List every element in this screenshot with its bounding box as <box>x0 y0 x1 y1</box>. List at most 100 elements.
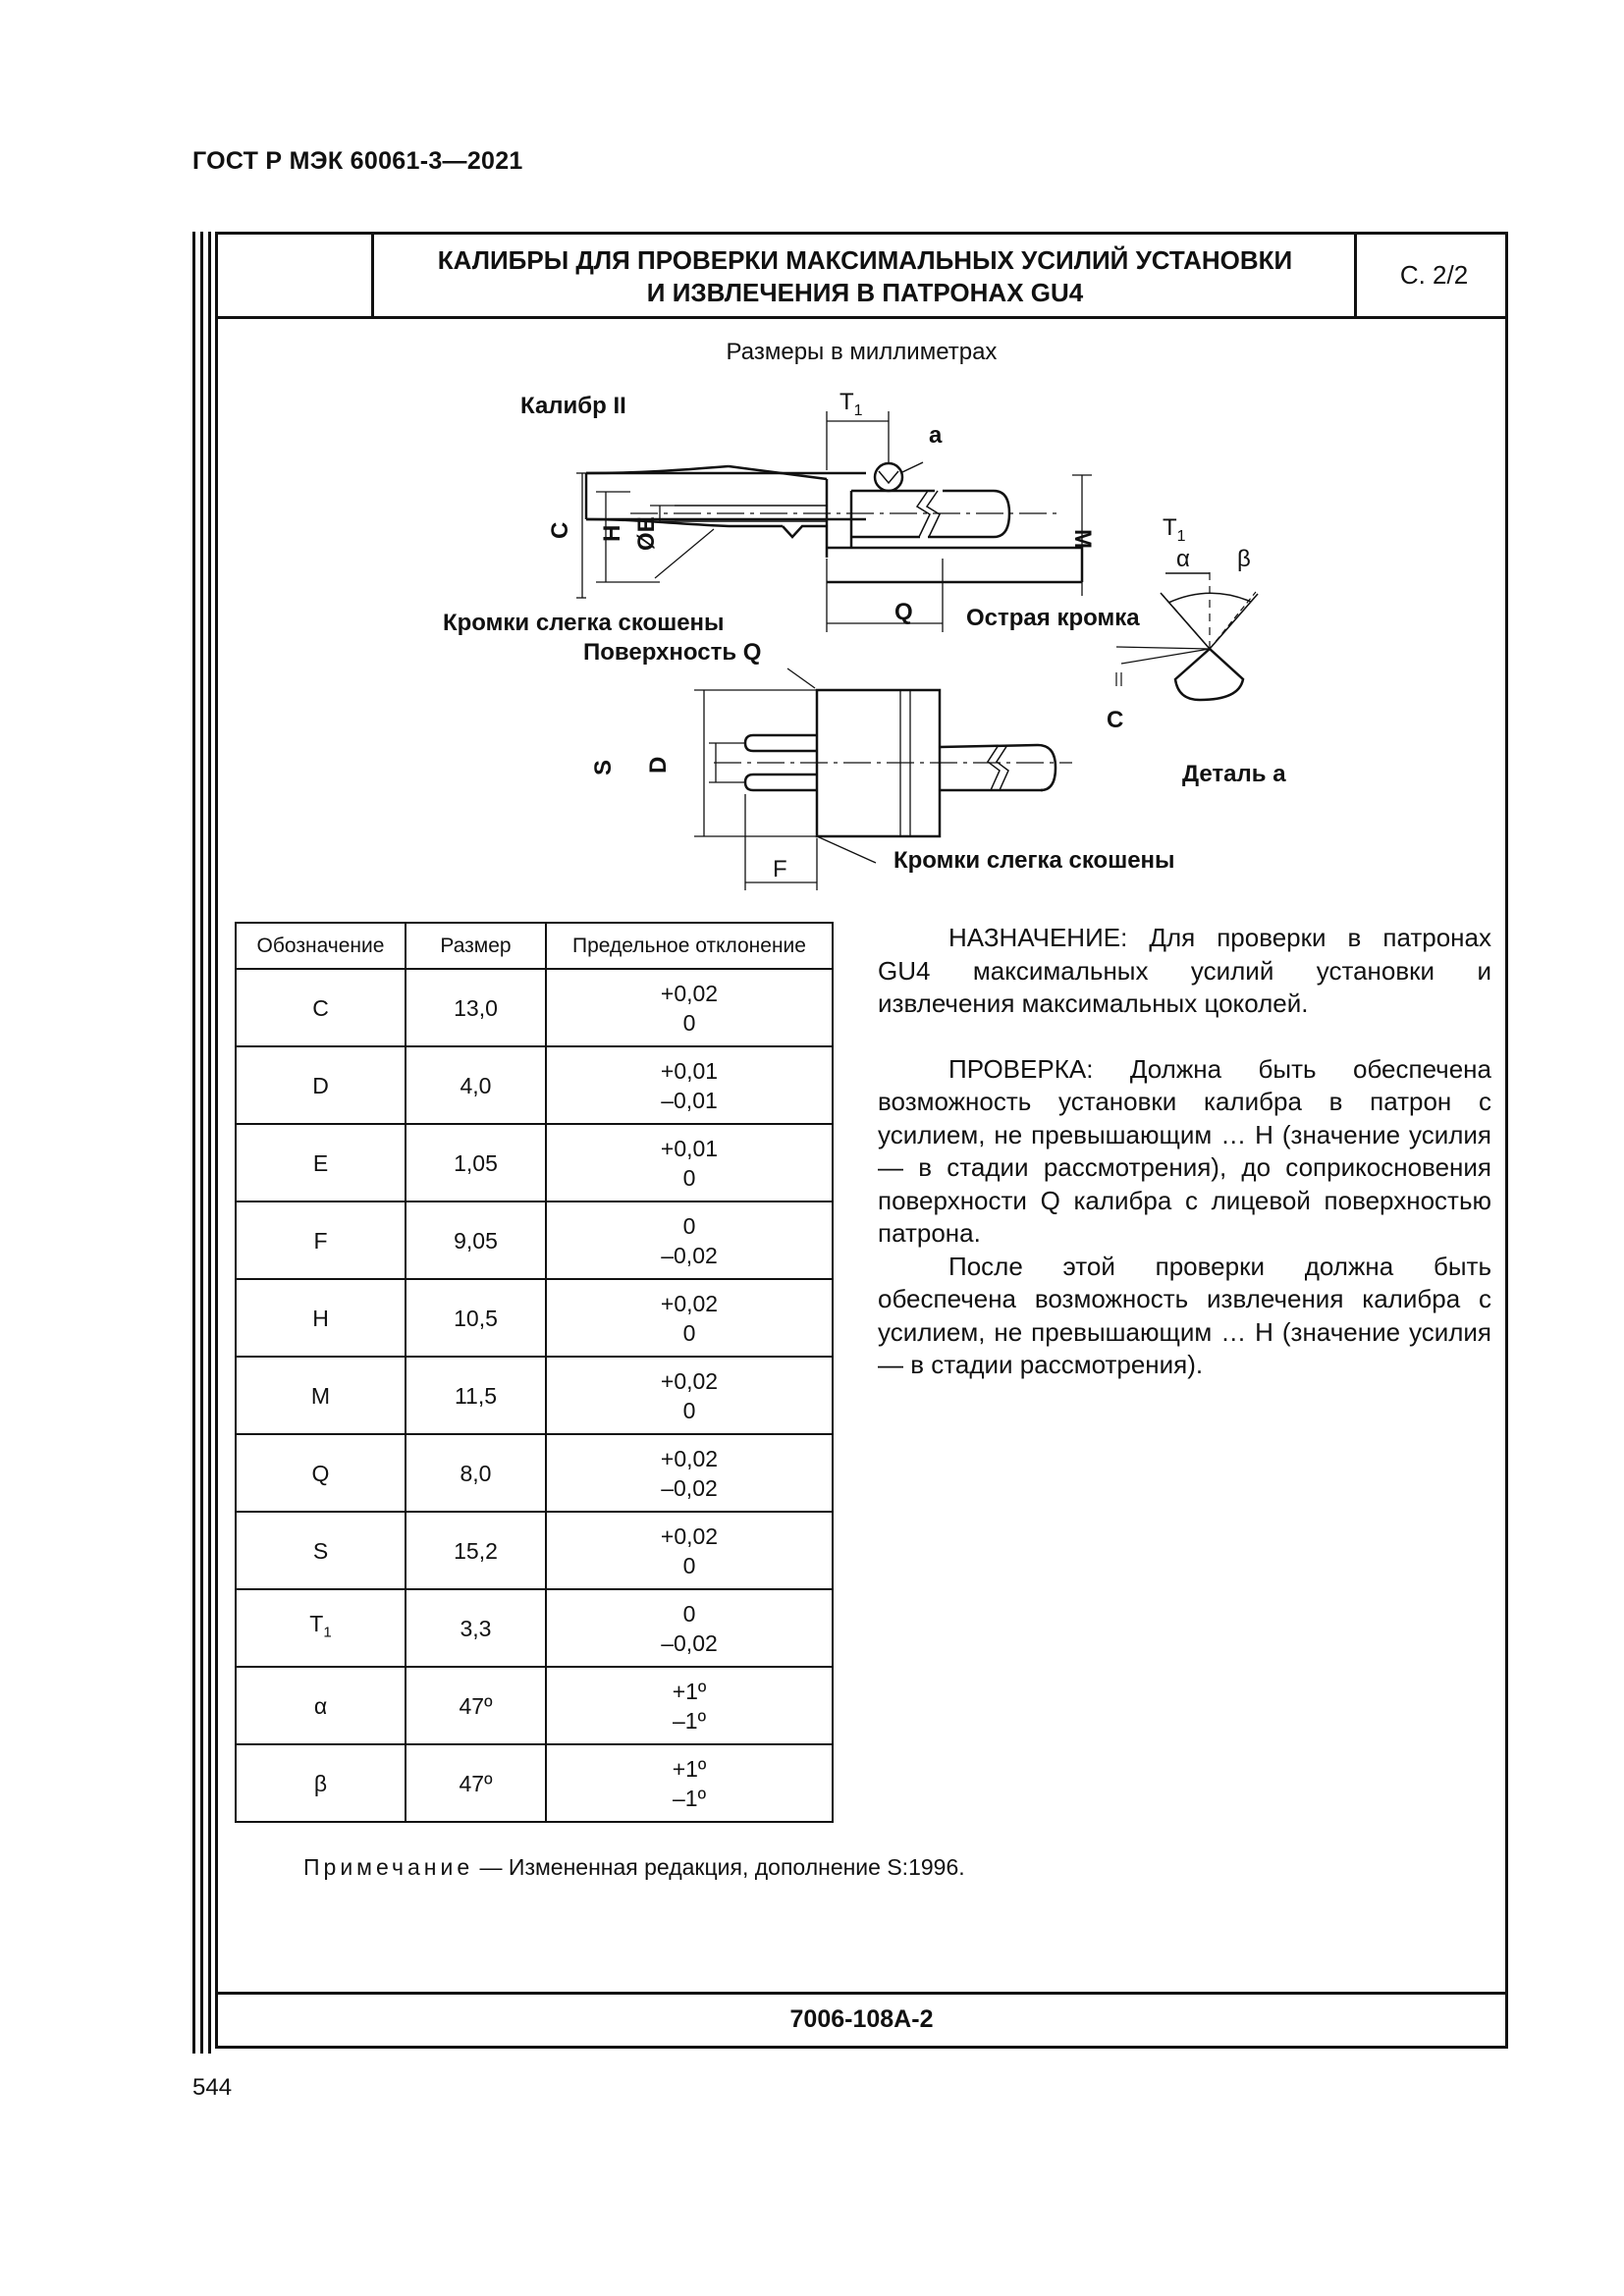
cell-symbol: Q <box>235 1433 406 1513</box>
gauge-lower-dimensions <box>694 667 877 890</box>
tolerance-lower: –0,01 <box>661 1087 718 1113</box>
cell-tolerance: 0 –0,02 <box>545 1201 834 1280</box>
cell-tolerance: 0–0,02 <box>545 1588 834 1668</box>
cell-symbol: T1 <box>235 1588 406 1668</box>
label-gauge-ii: Калибр II <box>520 393 626 419</box>
cell-symbol: H <box>235 1278 406 1358</box>
dim-e-label: ØE <box>633 516 660 551</box>
tolerance-upper: +0,02 <box>660 1367 719 1394</box>
label-detail-a: Деталь а <box>1182 761 1286 787</box>
tolerance-upper: +1º <box>672 1755 707 1782</box>
label-chamfer-2: Кромки слегка скошены <box>893 847 1175 874</box>
tolerance-upper: 0 <box>682 1600 696 1627</box>
sheet-title-line1: КАЛИБРЫ ДЛЯ ПРОВЕРКИ МАКСИМАЛЬНЫХ УСИЛИЙ… <box>437 245 1293 275</box>
tolerance-upper: +0,02 <box>660 1445 719 1471</box>
cell-symbol: S <box>235 1511 406 1590</box>
tolerance-lower: –0,02 <box>661 1242 718 1268</box>
note: Примечание — Измененная редакция, дополн… <box>303 1854 965 1881</box>
sheet-title: КАЛИБРЫ ДЛЯ ПРОВЕРКИ МАКСИМАЛЬНЫХ УСИЛИЙ… <box>374 244 1356 309</box>
cell-size: 47º <box>405 1743 547 1823</box>
tolerance-upper: +0,02 <box>660 980 719 1006</box>
detail-a-marker <box>873 461 904 493</box>
tolerance-upper: +1º <box>672 1678 707 1704</box>
title-block: КАЛИБРЫ ДЛЯ ПРОВЕРКИ МАКСИМАЛЬНЫХ УСИЛИЙ… <box>218 235 1505 319</box>
detail-alpha-label: α <box>1176 546 1190 572</box>
label-chamfer-1: Кромки слегка скошены <box>443 610 725 636</box>
purpose-paragraph: НАЗНАЧЕНИЕ: Для проверки в патронах GU4 … <box>878 923 1491 1018</box>
cell-size: 1,05 <box>405 1123 547 1202</box>
detail-a <box>1115 572 1259 702</box>
tolerance-upper: +0,02 <box>660 1290 719 1316</box>
units-note: Размеры в миллиметрах <box>726 339 998 365</box>
cell-symbol: β <box>235 1743 406 1823</box>
cell-tolerance: +0,01 –0,01 <box>545 1045 834 1125</box>
tolerance-upper: +0,01 <box>660 1135 719 1161</box>
sheet-code: 7006-108А-2 <box>218 1992 1505 2046</box>
cell-tolerance: +1º–1º <box>545 1743 834 1823</box>
tolerance-lower: 0 <box>682 1164 696 1191</box>
col-header-symbol: Обозначение <box>235 922 406 970</box>
tolerance-upper: +0,02 <box>660 1522 719 1549</box>
check-paragraph: ПРОВЕРКА: Должна быть обеспечена возможн… <box>878 1053 1491 1249</box>
cell-size: 47º <box>405 1666 547 1745</box>
detail-beta-label: β <box>1237 546 1251 572</box>
dim-h-label: H <box>599 525 625 542</box>
detail-c-label: C <box>1107 707 1123 733</box>
dim-m-label: M <box>1069 529 1096 549</box>
tolerance-upper: +0,01 <box>660 1057 719 1084</box>
margin-rule <box>208 232 211 2054</box>
col-header-size: Размер <box>405 922 547 970</box>
dim-f-label: F <box>773 856 787 882</box>
cell-size: 11,5 <box>405 1356 547 1435</box>
gauge-lower-outline <box>743 688 1057 838</box>
cell-symbol: F <box>235 1201 406 1280</box>
cell-size: 8,0 <box>405 1433 547 1513</box>
cell-symbol: M <box>235 1356 406 1435</box>
tolerance-lower: 0 <box>682 1552 696 1578</box>
tolerance-upper: 0 <box>682 1212 696 1239</box>
dim-t1-label: T1 <box>839 389 863 419</box>
dim-q-label: Q <box>894 599 913 625</box>
page-number: 544 <box>192 2074 233 2101</box>
dim-s-label: S <box>590 760 617 775</box>
tolerance-lower: –0,02 <box>661 1474 718 1501</box>
gauge-ii-outline <box>584 464 1084 584</box>
label-a: а <box>929 422 943 449</box>
cell-size: 3,3 <box>405 1588 547 1668</box>
gauge-ii-dimensions <box>576 411 1092 632</box>
cell-symbol: E <box>235 1123 406 1202</box>
cell-size: 15,2 <box>405 1511 547 1590</box>
cell-tolerance: +0,02 0 <box>545 968 834 1047</box>
dim-c-label: C <box>547 522 573 539</box>
cell-size: 4,0 <box>405 1045 547 1125</box>
col-header-tolerance: Предельное отклонение <box>545 922 834 970</box>
tolerance-lower: 0 <box>682 1009 696 1036</box>
table-header-row: Обозначение Размер Предельное отклонение <box>235 922 834 970</box>
description-text: НАЗНАЧЕНИЕ: Для проверки в патронах GU4 … <box>878 922 1491 1382</box>
margin-rule <box>192 232 195 2054</box>
sheet-title-line2: И ИЗВЛЕЧЕНИЯ В ПАТРОНАХ GU4 <box>646 278 1084 307</box>
document-header: ГОСТ Р МЭК 60061-3—2021 <box>192 147 523 175</box>
cell-symbol: D <box>235 1045 406 1125</box>
label-surface-q: Поверхность Q <box>583 639 761 666</box>
cell-symbol: C <box>235 968 406 1047</box>
page-reference: С. 2/2 <box>1354 235 1511 316</box>
cell-tolerance: +1º–1º <box>545 1666 834 1745</box>
cell-tolerance: +0,02 0 <box>545 1356 834 1435</box>
title-block-blank-cell <box>218 235 374 316</box>
cell-size: 13,0 <box>405 968 547 1047</box>
dimensions-table: Обозначение Размер Предельное отклонение… <box>235 922 834 1823</box>
tolerance-lower: 0 <box>682 1397 696 1423</box>
label-sharp-edge: Острая кромка <box>966 605 1140 631</box>
